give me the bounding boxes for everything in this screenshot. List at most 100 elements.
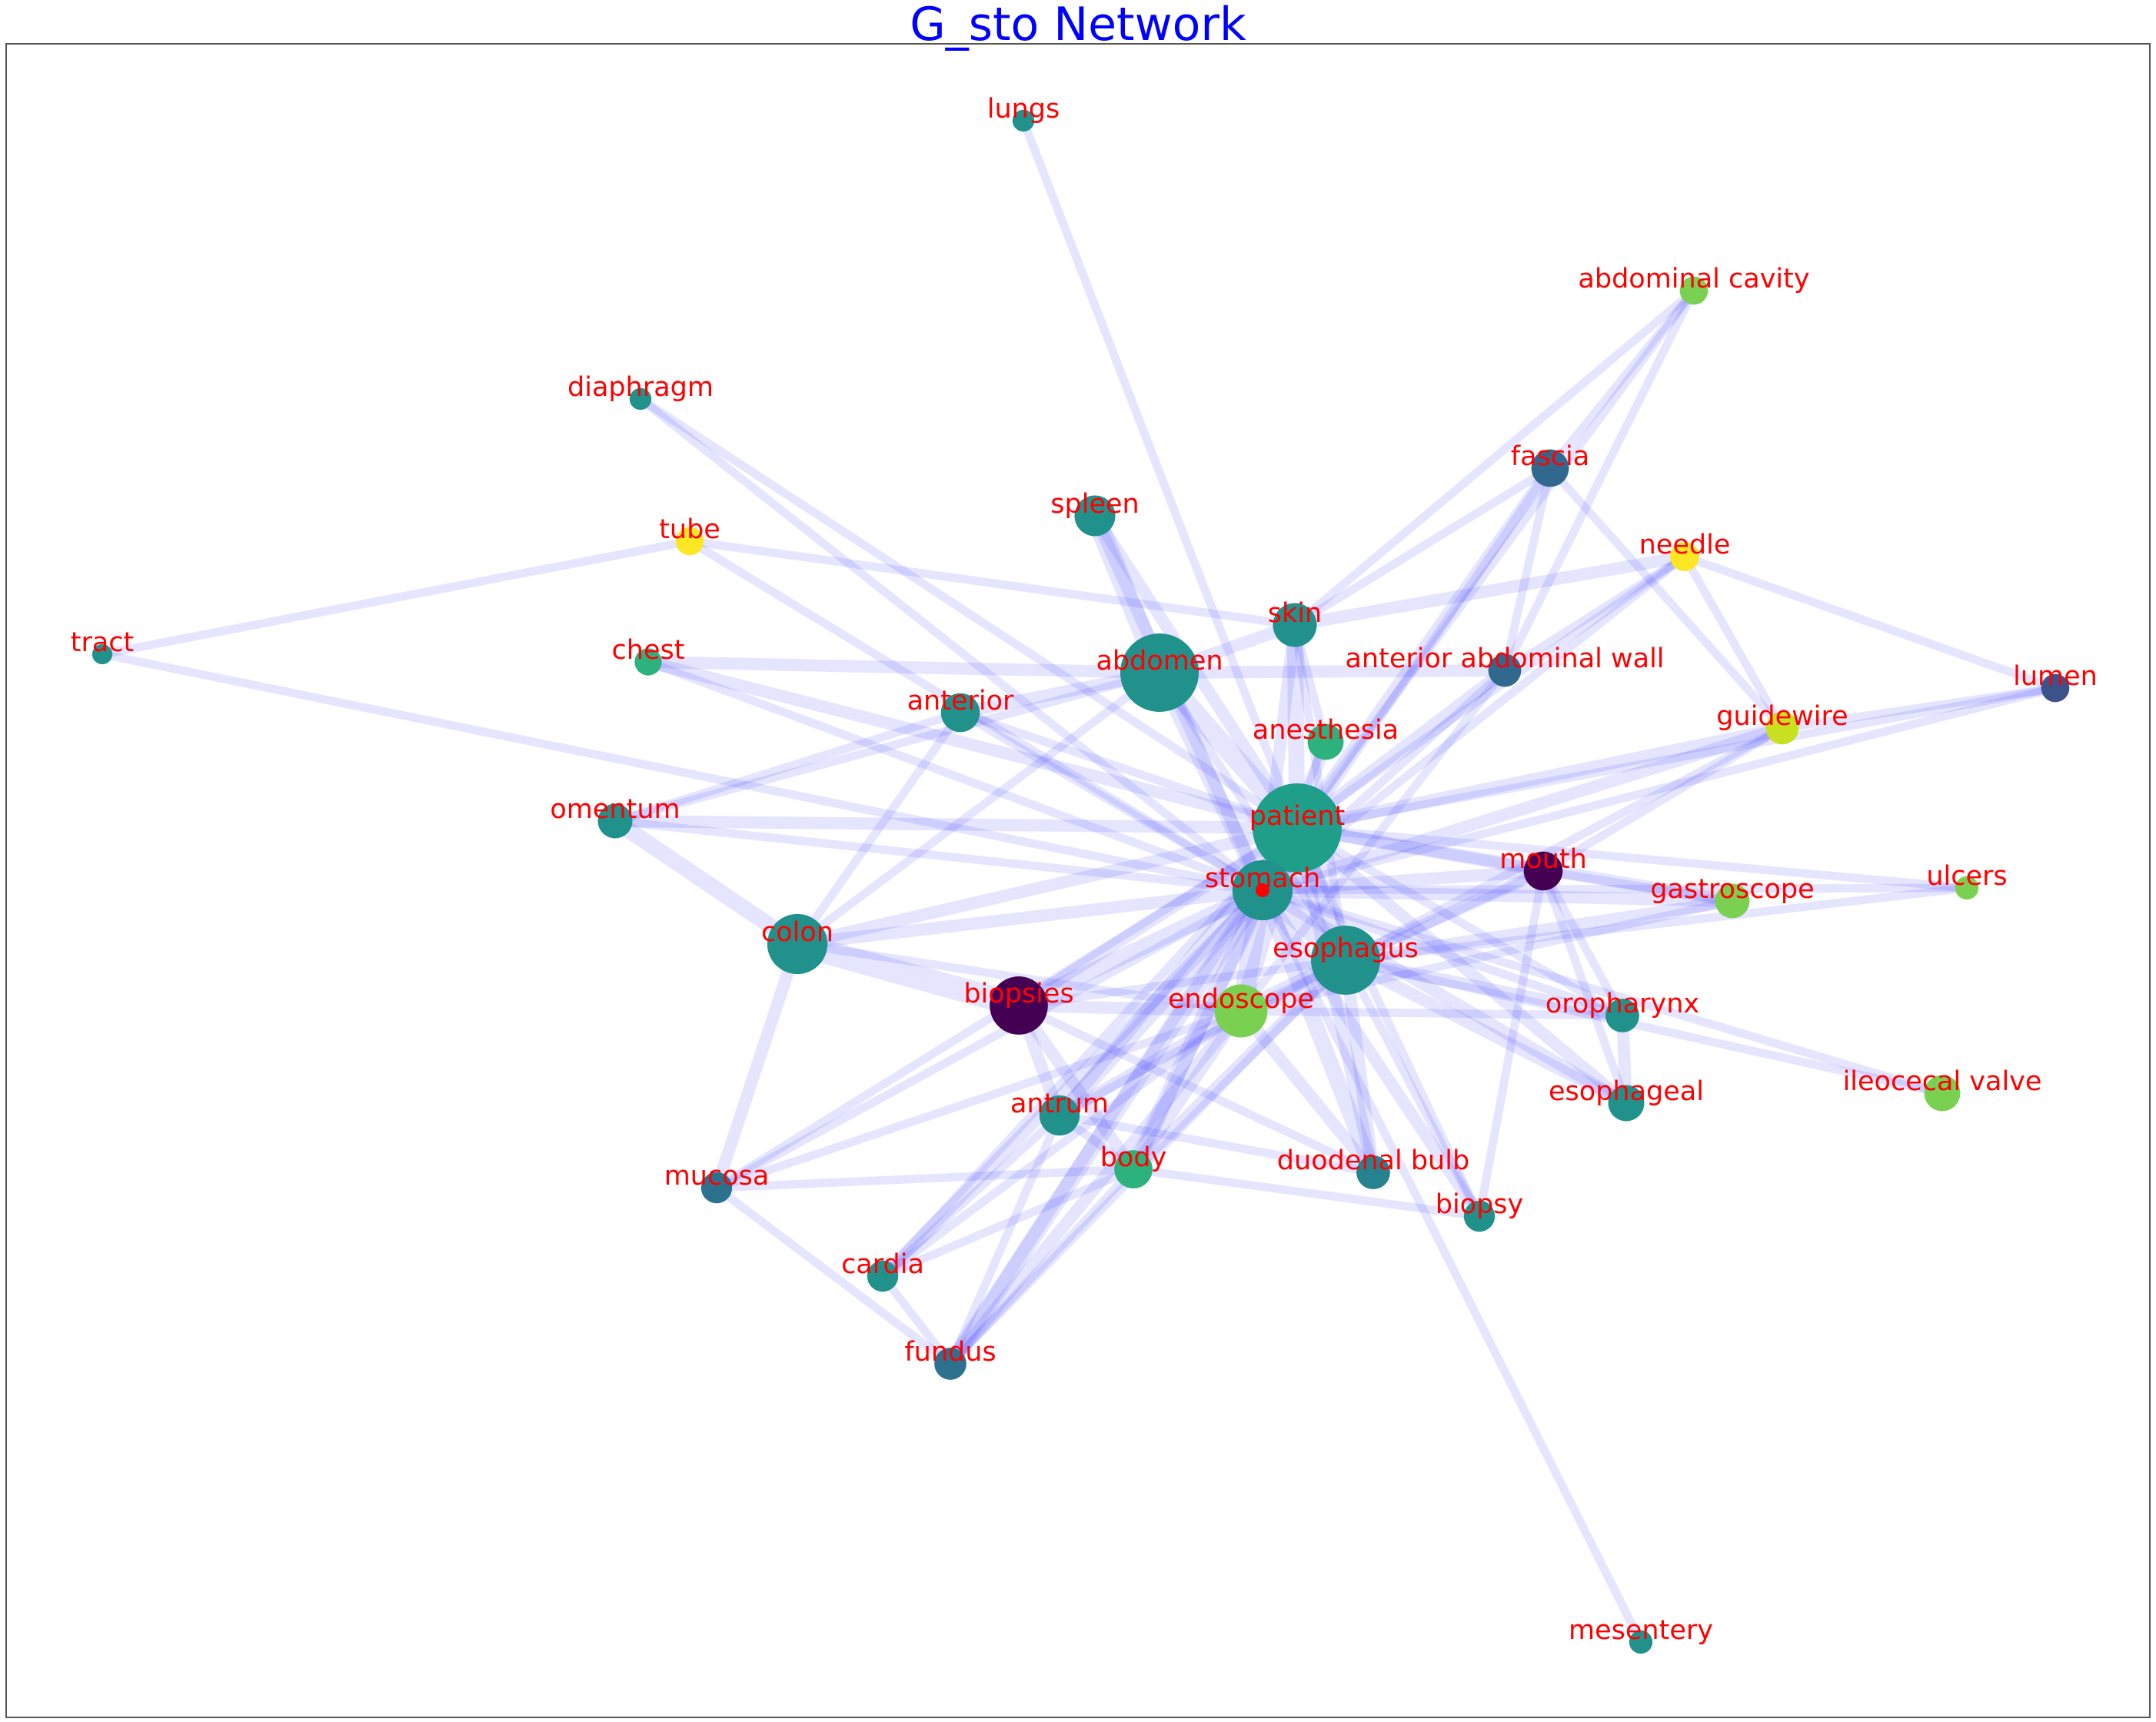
edge-gastroscope-esophagus — [1339, 895, 1738, 966]
node-mesentery[interactable] — [1629, 1630, 1653, 1654]
node-biopsy[interactable] — [1463, 1200, 1496, 1232]
node-body[interactable] — [1114, 1150, 1153, 1188]
node-diaphragm[interactable] — [629, 387, 652, 411]
edge-biopsies-body — [1013, 999, 1140, 1175]
node-oropharynx[interactable] — [1605, 999, 1639, 1032]
edge-mouth-oropharynx — [1539, 866, 1627, 1020]
node-tract[interactable] — [91, 643, 113, 665]
edge-patient-fundus — [944, 822, 1303, 1370]
label-abdominal_cavity: abdominal cavity — [1578, 264, 1809, 294]
node-layer — [91, 109, 2070, 1654]
label-anterior_abdominal_wall: anterior abdominal wall — [1345, 643, 1664, 674]
edge-esophagus-biopsies — [1014, 956, 1350, 1010]
edge-diaphragm-stomach — [636, 394, 1267, 895]
label-lungs: lungs — [987, 94, 1060, 125]
edge-stomach-cardia — [877, 884, 1269, 1282]
label-stomach: stomach — [1205, 863, 1320, 894]
node-biopsies[interactable] — [990, 976, 1048, 1035]
plot-frame — [5, 43, 2151, 1718]
diagram-title: G_sto Network — [910, 0, 1246, 52]
edge-mouth-stomach — [1256, 865, 1549, 896]
node-duodenal_bulb[interactable] — [1356, 1155, 1390, 1189]
edge-needle-anterior_abdominal_wall — [1500, 552, 1689, 675]
label-oropharynx: oropharynx — [1545, 989, 1699, 1019]
node-skin[interactable] — [1273, 603, 1317, 647]
label-esophagus: esophagus — [1273, 933, 1419, 964]
node-esophageal[interactable] — [1608, 1085, 1645, 1122]
node-abdomen[interactable] — [1120, 633, 1199, 713]
node-guidewire[interactable] — [1765, 711, 1799, 745]
label-guidewire: guidewire — [1716, 701, 1848, 732]
node-fascia[interactable] — [1531, 449, 1569, 487]
label-tract: tract — [71, 627, 135, 658]
edge-tube-skin — [685, 537, 1299, 630]
label-mouth: mouth — [1499, 844, 1587, 875]
edge-mouth-biopsy — [1475, 866, 1548, 1221]
node-tube[interactable] — [675, 527, 704, 556]
edge-antrum-duodenal_bulb — [1055, 1111, 1378, 1177]
edge-stomach-oropharynx — [1258, 886, 1627, 1020]
node-gastroscope[interactable] — [1715, 883, 1750, 919]
edge-patient-esophageal — [1291, 822, 1632, 1109]
edge-lumen-guidewire — [1778, 683, 2060, 733]
edge-endoscope-fundus — [944, 1005, 1247, 1370]
edge-mouth-gastroscope — [1539, 866, 1737, 906]
edge-mouth-esophagus — [1339, 865, 1549, 966]
edge-esophagus-esophageal — [1339, 954, 1632, 1109]
node-anesthesia[interactable] — [1307, 723, 1344, 760]
node-mucosa[interactable] — [700, 1172, 733, 1204]
node-anterior[interactable] — [940, 693, 980, 733]
edge-fascia-skin — [1290, 464, 1555, 630]
edge-gastroscope-endoscope — [1236, 896, 1737, 1016]
label-fascia: fascia — [1511, 441, 1589, 472]
node-spleen[interactable] — [1074, 495, 1116, 537]
label-omentum: omentum — [550, 794, 680, 825]
edge-stomach-colon — [791, 884, 1269, 950]
node-lungs[interactable] — [1012, 109, 1035, 132]
edge-patient-cardia — [878, 823, 1302, 1281]
edge-stomach-mucosa — [712, 886, 1267, 1192]
node-antrum[interactable] — [1039, 1095, 1080, 1136]
label-esophageal: esophageal — [1549, 1076, 1704, 1107]
label-chest: chest — [612, 635, 685, 666]
node-omentum[interactable] — [597, 803, 633, 839]
edge-stomach-gastroscope — [1256, 884, 1738, 907]
edge-anterior-stomach — [956, 708, 1267, 895]
label-biopsy: biopsy — [1436, 1189, 1524, 1220]
edge-colon-biopsies — [785, 932, 1031, 1018]
edge-abdominal_cavity-anterior_abdominal_wall — [1500, 286, 1699, 675]
node-abdominal_cavity[interactable] — [1679, 276, 1708, 305]
node-fundus[interactable] — [934, 1348, 967, 1380]
node-lumen[interactable] — [2041, 673, 2070, 703]
edge-body-biopsy — [1129, 1165, 1484, 1221]
node-mouth[interactable] — [1523, 851, 1563, 891]
label-lumen: lumen — [2013, 661, 2098, 692]
node-patient[interactable] — [1253, 783, 1342, 873]
node-needle[interactable] — [1670, 542, 1699, 571]
label-cardia: cardia — [841, 1249, 924, 1280]
node-ileocecal_valve[interactable] — [1924, 1075, 1961, 1112]
edge-esophagus-duodenal_bulb — [1339, 954, 1379, 1178]
label-endoscope: endoscope — [1168, 984, 1314, 1015]
edge-patient-ulcers — [1293, 823, 1971, 893]
node-anterior_abdominal_wall[interactable] — [1488, 653, 1522, 687]
edge-abdomen-anterior_abdominal_wall — [1153, 664, 1511, 679]
edge-mouth-endoscope — [1236, 866, 1548, 1016]
node-colon[interactable] — [767, 913, 828, 975]
edge-stomach-esophageal — [1256, 884, 1632, 1109]
node-chest[interactable] — [634, 648, 662, 676]
edge-guidewire-mouth — [1539, 723, 1787, 876]
node-esophagus[interactable] — [1311, 926, 1380, 995]
node-cardia[interactable] — [867, 1260, 899, 1292]
node-ulcers[interactable] — [1955, 876, 1979, 900]
edge-lumen-patient — [1293, 683, 2060, 833]
edge-esophagus-body — [1127, 954, 1352, 1175]
edge-endoscope-antrum — [1053, 1005, 1247, 1122]
edge-anterior-colon — [793, 708, 965, 949]
label-abdomen: abdomen — [1096, 646, 1223, 676]
edge-body-mucosa — [712, 1165, 1138, 1192]
node-endoscope[interactable] — [1214, 984, 1268, 1038]
edge-stomach-biopsies — [1010, 882, 1271, 1014]
